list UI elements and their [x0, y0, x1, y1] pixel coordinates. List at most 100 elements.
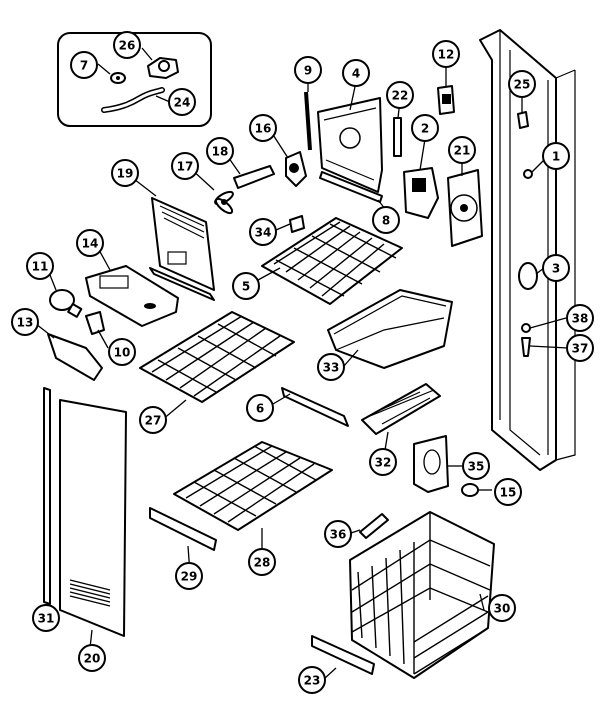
- callout-13: 13: [11, 308, 39, 336]
- part-5: [261, 217, 403, 305]
- svg-text:1: 1: [552, 150, 560, 164]
- svg-text:8: 8: [382, 214, 390, 228]
- inset-box: [57, 32, 212, 127]
- callout-22: 22: [386, 81, 414, 109]
- callout-18: 18: [206, 137, 234, 165]
- callout-29: 29: [175, 562, 203, 590]
- callout-11: 11: [26, 252, 54, 280]
- svg-text:28: 28: [254, 556, 271, 570]
- svg-text:12: 12: [438, 48, 455, 62]
- svg-text:31: 31: [38, 612, 55, 626]
- part-32: [361, 383, 441, 435]
- part-23: [311, 635, 375, 675]
- svg-text:7: 7: [80, 59, 88, 73]
- callout-2: 2: [411, 114, 439, 142]
- callout-28: 28: [248, 548, 276, 576]
- callout-7: 7: [70, 51, 98, 79]
- callout-26: 26: [113, 31, 141, 59]
- part-6: [281, 387, 349, 427]
- callout-20: 20: [78, 644, 106, 672]
- callout-16: 16: [249, 114, 277, 142]
- part-9: [304, 91, 312, 151]
- svg-text:29: 29: [181, 570, 198, 584]
- part-31: [43, 387, 51, 605]
- callout-36: 36: [324, 520, 352, 548]
- cabinet-liner: [479, 29, 576, 471]
- part-14: [85, 265, 179, 327]
- callout-23: 23: [298, 666, 326, 694]
- part-20: [59, 399, 127, 637]
- callout-31: 31: [32, 604, 60, 632]
- part-29: [149, 507, 217, 551]
- part-27: [139, 311, 295, 403]
- part-17: [214, 190, 234, 215]
- svg-text:19: 19: [117, 167, 134, 181]
- part-11: [49, 289, 83, 318]
- svg-text:32: 32: [375, 456, 392, 470]
- part-15: [461, 483, 479, 497]
- callout-37: 37: [566, 334, 594, 362]
- callout-10: 10: [108, 338, 136, 366]
- callout-19: 19: [111, 159, 139, 187]
- svg-text:21: 21: [454, 144, 471, 158]
- callout-27: 27: [139, 406, 167, 434]
- callout-14: 14: [76, 229, 104, 257]
- callout-25: 25: [508, 70, 536, 98]
- part-36: [359, 513, 389, 539]
- part-10: [85, 311, 105, 335]
- part-13: [47, 333, 103, 381]
- part-4: [317, 97, 383, 193]
- svg-text:27: 27: [145, 414, 162, 428]
- svg-text:11: 11: [32, 260, 49, 274]
- callout-4: 4: [342, 59, 370, 87]
- svg-text:22: 22: [392, 89, 409, 103]
- svg-text:23: 23: [304, 674, 321, 688]
- callout-17: 17: [171, 152, 199, 180]
- callout-30: 30: [488, 594, 516, 622]
- part-22: [393, 117, 402, 157]
- svg-text:4: 4: [352, 67, 360, 81]
- callout-15: 15: [494, 478, 522, 506]
- callout-24: 24: [168, 88, 196, 116]
- callout-6: 6: [246, 394, 274, 422]
- part-25: [517, 111, 529, 129]
- svg-text:3: 3: [552, 262, 560, 276]
- part-37: [521, 337, 531, 357]
- part-1: [523, 169, 533, 179]
- svg-text:33: 33: [323, 361, 340, 375]
- part-35: [413, 435, 449, 493]
- svg-text:18: 18: [212, 145, 229, 159]
- svg-text:38: 38: [572, 312, 589, 326]
- svg-text:6: 6: [256, 402, 264, 416]
- callout-3: 3: [542, 254, 570, 282]
- svg-text:20: 20: [84, 652, 101, 666]
- callout-32: 32: [369, 448, 397, 476]
- part-19: [151, 197, 215, 291]
- part-33: [327, 289, 453, 369]
- svg-text:15: 15: [500, 486, 517, 500]
- svg-text:16: 16: [255, 122, 272, 136]
- svg-text:17: 17: [177, 160, 194, 174]
- svg-text:26: 26: [119, 39, 136, 53]
- part-34: [289, 215, 305, 233]
- svg-text:14: 14: [82, 237, 99, 251]
- svg-text:34: 34: [255, 226, 272, 240]
- svg-text:10: 10: [114, 346, 131, 360]
- part-3: [518, 262, 538, 290]
- callout-9: 9: [294, 56, 322, 84]
- part-18: [233, 165, 275, 189]
- callout-8: 8: [372, 206, 400, 234]
- callout-34: 34: [249, 218, 277, 246]
- callout-12: 12: [432, 40, 460, 68]
- part-30: [349, 511, 495, 679]
- svg-text:13: 13: [17, 316, 34, 330]
- svg-text:5: 5: [242, 280, 250, 294]
- svg-text:36: 36: [330, 528, 347, 542]
- part-2: [403, 167, 439, 219]
- part-28: [173, 441, 333, 531]
- svg-text:25: 25: [514, 78, 531, 92]
- callout-1: 1: [542, 142, 570, 170]
- part-38: [521, 323, 531, 333]
- svg-text:9: 9: [304, 64, 312, 78]
